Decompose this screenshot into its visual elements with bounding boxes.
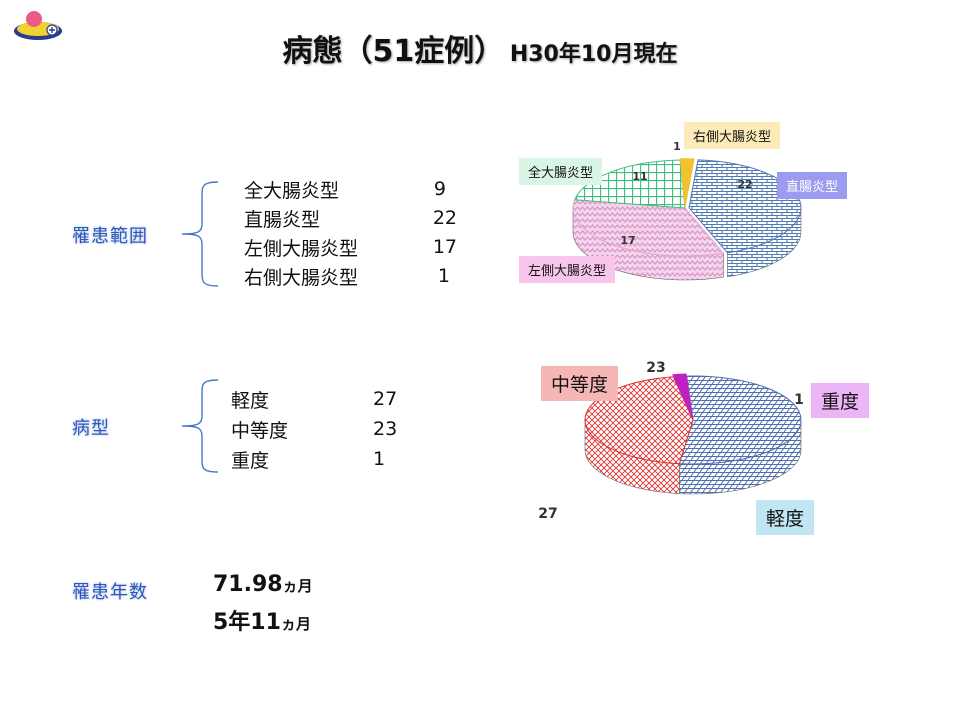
callout-mild: 軽度 — [756, 500, 815, 535]
duration-months-unit: ヵ月 — [282, 577, 313, 595]
range-item-value: 17 — [432, 236, 457, 258]
callout-pancolitis: 全大腸炎型 — [519, 158, 603, 185]
range-item-name: 全大腸炎型 — [244, 180, 340, 202]
range-item-value: 1 — [437, 265, 450, 287]
callout-severe: 重度 — [811, 383, 870, 418]
type-brace — [181, 379, 219, 473]
title-main: 病態（51症例） — [282, 34, 505, 69]
range-brace — [181, 181, 219, 287]
range-slice — [572, 199, 725, 257]
range-slice — [688, 159, 802, 254]
type-item-value: 27 — [373, 388, 398, 410]
range-data-label: 22 — [737, 178, 752, 191]
type-data-label: 23 — [646, 360, 665, 376]
callout-proctitis: 直腸炎型 — [777, 172, 848, 199]
range-item-name: 右側大腸炎型 — [244, 267, 359, 289]
type-item-name: 重度 — [231, 450, 270, 472]
callout-right-colitis: 右側大腸炎型 — [684, 122, 781, 149]
type-section-label: 病型 — [72, 418, 110, 439]
title-sub: H30年10月現在 — [509, 42, 678, 67]
duration-months-value: 71.98 — [213, 572, 283, 597]
range-data-label: 17 — [620, 234, 635, 247]
range-item-value: 9 — [433, 178, 446, 200]
range-item-name: 直腸炎型 — [244, 209, 321, 231]
duration-years: 5年11ヵ月 — [213, 604, 311, 636]
duration-years-value: 5年11 — [213, 610, 281, 635]
page-title: 病態（51症例） H30年10月現在 — [0, 26, 960, 70]
type-slice — [678, 375, 802, 465]
type-item-value: 23 — [373, 418, 398, 440]
type-slice — [672, 373, 693, 419]
range-slice — [679, 158, 695, 207]
callout-moderate: 中等度 — [541, 366, 619, 401]
range-item-name: 左側大腸炎型 — [244, 238, 359, 260]
type-item-name: 中等度 — [231, 420, 289, 442]
range-data-label: 11 — [632, 170, 647, 183]
duration-years-unit: ヵ月 — [280, 615, 311, 633]
duration-months: 71.98ヵ月 — [213, 572, 313, 597]
callout-left-colitis: 左側大腸炎型 — [519, 256, 616, 283]
logo-icon — [14, 11, 62, 40]
type-data-label: 1 — [794, 392, 804, 408]
type-data-label: 27 — [538, 506, 557, 522]
range-data-label: 1 — [673, 140, 681, 153]
range-slice — [573, 159, 686, 209]
type-item-value: 1 — [373, 448, 386, 470]
type-item-name: 軽度 — [231, 390, 270, 412]
years-section-label: 罹患年数 — [72, 582, 148, 603]
range-section-label: 罹患範囲 — [72, 226, 148, 247]
range-item-value: 22 — [432, 207, 457, 229]
